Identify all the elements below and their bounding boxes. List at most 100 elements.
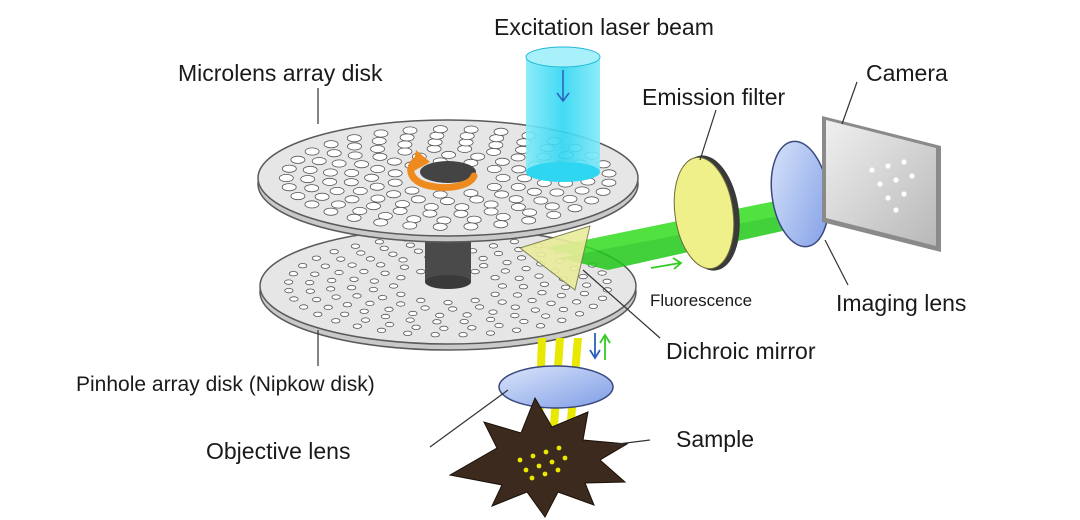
microlens: [423, 203, 439, 212]
microlens: [597, 270, 607, 276]
microlens: [541, 313, 551, 319]
microlens: [370, 144, 386, 153]
microlens: [313, 311, 323, 317]
microlens: [546, 300, 556, 306]
microlens: [342, 302, 352, 308]
microlens: [560, 284, 571, 290]
microlens: [432, 319, 442, 325]
microlens: [557, 317, 567, 323]
microlens: [403, 330, 413, 336]
microlens: [516, 255, 527, 261]
microlens: [302, 165, 318, 174]
microlens: [413, 248, 423, 254]
microlens: [463, 189, 479, 198]
microlens: [459, 318, 469, 325]
microlens: [305, 279, 315, 286]
spot: [901, 159, 907, 165]
microlens: [488, 309, 498, 315]
microlens: [448, 306, 458, 312]
microlens: [326, 149, 342, 158]
label-camera: Camera: [866, 60, 948, 86]
microlens: [365, 256, 375, 262]
microlens: [331, 159, 347, 168]
microlens: [299, 304, 309, 310]
microlens: [311, 296, 322, 303]
microlens: [494, 157, 510, 166]
spot: [556, 445, 562, 451]
microlens: [584, 196, 599, 205]
microlens: [485, 330, 496, 336]
microlens: [379, 245, 389, 251]
microlens: [527, 297, 537, 304]
microlens: [474, 304, 485, 310]
spot: [523, 467, 529, 473]
spot: [885, 163, 891, 169]
microlens: [467, 325, 477, 331]
microlens: [352, 323, 362, 329]
microlens: [453, 209, 469, 218]
microlens: [571, 299, 582, 305]
label-emission-filter: Emission filter: [642, 84, 786, 110]
microlens: [322, 168, 338, 177]
microlens: [439, 325, 449, 331]
microlens: [602, 278, 612, 284]
spot: [542, 471, 548, 477]
microlens: [579, 290, 590, 297]
microlens: [511, 327, 522, 333]
microlens: [601, 169, 617, 178]
microlens: [347, 262, 357, 268]
microlens: [509, 239, 520, 245]
microlens: [494, 190, 510, 199]
microlens: [329, 186, 345, 195]
spot: [885, 195, 891, 201]
microlens: [443, 299, 453, 306]
microlens: [396, 301, 406, 307]
fluorescence-arrow-icon: [650, 257, 683, 270]
microlens: [432, 222, 448, 231]
microlens: [290, 155, 306, 164]
excitation-laser-beam: [525, 46, 601, 182]
microlens: [493, 220, 509, 229]
microlens: [330, 200, 346, 209]
microlens: [365, 300, 375, 306]
spot: [909, 173, 915, 179]
microlens: [396, 275, 406, 281]
microlens: [463, 222, 479, 231]
microlens: [574, 186, 590, 195]
microlens: [305, 288, 315, 294]
microlens: [588, 303, 598, 309]
disk-shaft: [425, 240, 471, 289]
microlens: [298, 263, 308, 269]
microlens: [320, 263, 330, 269]
microlens: [340, 311, 350, 317]
microlens: [311, 157, 327, 166]
microlens: [517, 174, 532, 183]
microlens: [336, 256, 346, 262]
spot: [901, 191, 907, 197]
microlens: [350, 243, 360, 249]
microlens: [463, 125, 479, 134]
microlens: [546, 210, 562, 219]
microlens: [558, 306, 569, 313]
microlens: [329, 249, 339, 255]
microlens: [347, 151, 363, 160]
microlens: [380, 313, 391, 320]
microlens: [486, 182, 502, 191]
microlens: [384, 321, 395, 328]
microlens: [369, 182, 385, 191]
microlens: [347, 142, 362, 151]
microlens: [346, 213, 362, 222]
microlens: [373, 129, 389, 138]
label-fluorescence: Fluorescence: [650, 291, 753, 310]
microlens: [374, 239, 384, 245]
leader-lines: [317, 81, 858, 448]
microlens: [422, 209, 438, 218]
microlens: [354, 160, 370, 169]
microlens: [493, 250, 504, 257]
rotation-arrow-icon: [407, 150, 478, 192]
microlens: [399, 133, 415, 142]
microlens: [582, 282, 592, 288]
microlens: [386, 157, 402, 166]
sample: [448, 396, 629, 518]
